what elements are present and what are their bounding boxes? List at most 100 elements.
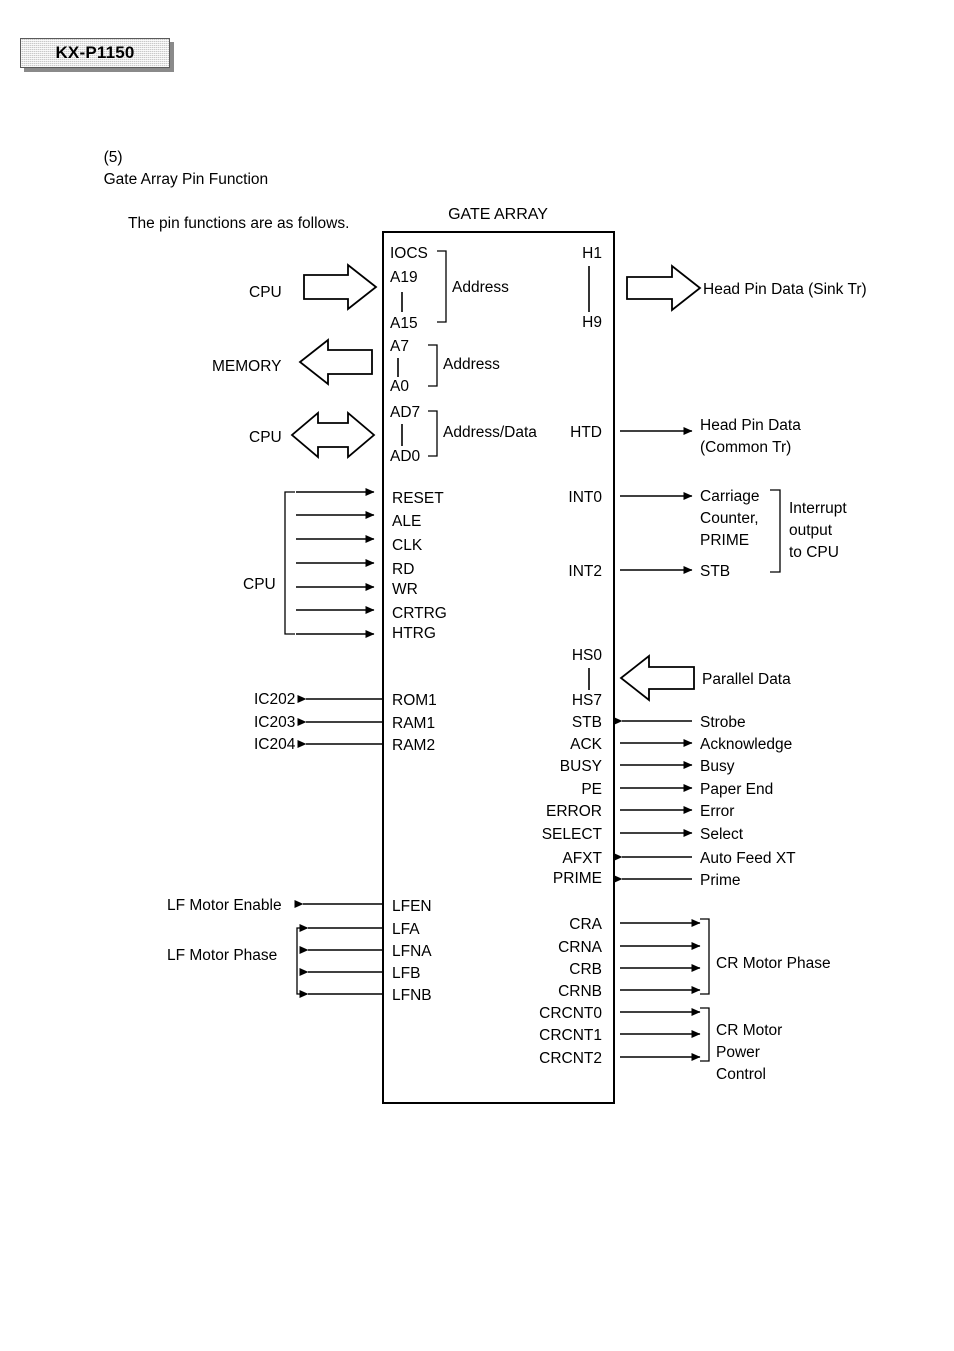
pin-crcnt2: CRCNT2 [539,1050,602,1067]
interrupt-group-label-line1: Interrupt [789,500,847,517]
interrupt-label-carriage: Carriage [700,488,759,505]
bracket-address-lo [428,344,438,387]
interrupt-label-prime: PRIME [700,532,749,549]
cr-motor-phase-label: CR Motor Phase [716,955,831,972]
pin-rd: RD [392,561,414,578]
block-arrow-left-icon [298,338,373,386]
pin-afxt: AFXT [562,850,602,867]
pin-select: SELECT [542,826,603,843]
parallel-data-label: Parallel Data [702,671,791,688]
bracket-cr-motor-power-control [700,1007,710,1062]
model-tag-plate: KX-P1150 [20,38,170,68]
page-title: (5) Gate Array Pin Function The pin func… [95,125,350,257]
parallel-label-busy: Busy [700,758,735,775]
pin-prime: PRIME [553,870,602,887]
pin-ale: ALE [392,513,421,530]
pin-ad0: AD0 [390,448,421,465]
pin-a19: A19 [390,269,418,286]
bracket-cpu-control [284,491,295,635]
pin-a15: A15 [390,315,418,332]
parallel-label-paper-end: Paper End [700,781,773,798]
pin-clk: CLK [392,537,423,554]
ic-label-ic203: IC203 [254,714,295,731]
bracket-addrdata [428,410,438,457]
interrupt-label-counter: Counter, [700,510,759,527]
pin-cra: CRA [569,916,602,933]
parallel-label-strobe: Strobe [700,714,746,731]
pin-crtrg: CRTRG [392,605,447,622]
pin-crcnt0: CRCNT0 [539,1005,602,1022]
cr-motor-power-label-line1: CR Motor [716,1022,782,1039]
pin-int2: INT2 [568,563,602,580]
ic-label-ic202: IC202 [254,691,295,708]
cr-motor-power-label-line3: Control [716,1066,766,1083]
parallel-label-error: Error [700,803,734,820]
section-number: (5) [103,149,123,166]
model-tag-label: KX-P1150 [55,43,135,62]
pin-rom1: ROM1 [392,692,437,709]
parallel-label-select: Select [700,826,744,843]
bus-label-address-lo: Address [443,356,500,373]
pin-a0: A0 [390,378,409,395]
pin-crcnt1: CRCNT1 [539,1027,602,1044]
parallel-label-acknowledge: Acknowledge [700,736,792,753]
diagram-title: GATE ARRAY [448,206,548,223]
interrupt-group-label-line3: to CPU [789,544,839,561]
head-pin-data-common-label-line1: Head Pin Data [700,417,801,434]
left-source-cpu-addrdata: CPU [249,429,282,446]
pin-crb: CRB [569,961,602,978]
bracket-cr-motor-phase [700,918,710,995]
pin-crnb: CRNB [558,983,602,1000]
block-arrow-bidirectional-icon [290,411,376,459]
pin-htd: HTD [570,424,602,441]
pin-lfna: LFNA [392,943,432,960]
pin-h1: H1 [582,245,602,262]
pin-error: ERROR [546,803,602,820]
head-pin-data-sink-label: Head Pin Data (Sink Tr) [703,281,867,298]
pin-stb: STB [572,714,602,731]
interrupt-group-label-line2: output [789,522,833,539]
pin-ack: ACK [570,736,603,753]
pin-wr: WR [392,581,418,598]
pin-a7: A7 [390,338,409,355]
ic-label-ic204: IC204 [254,736,296,753]
pin-crna: CRNA [558,939,603,956]
bracket-lf-motor-phase [296,927,307,995]
head-pin-data-common-label-line2: (Common Tr) [700,439,791,456]
section-subtitle: The pin functions are as follows. [128,215,350,232]
bracket-address-hi [437,250,447,323]
left-source-cpu-control: CPU [243,576,276,593]
block-arrow-left-parallel-icon [619,654,695,702]
lf-motor-phase-label: LF Motor Phase [167,947,277,964]
pin-int0: INT0 [568,489,602,506]
parallel-label-prime: Prime [700,872,740,889]
cr-motor-power-label-line2: Power [716,1044,760,1061]
pin-busy: BUSY [560,758,602,775]
pin-iocs: IOCS [390,245,428,262]
section-title: Gate Array Pin Function [103,171,269,188]
pin-hs7: HS7 [572,692,602,709]
lf-motor-enable-label: LF Motor Enable [167,897,282,914]
pin-reset: RESET [392,490,444,507]
block-arrow-right-head-icon [626,264,702,312]
pin-ram2: RAM2 [392,737,435,754]
model-tag: KX-P1150 [20,38,174,72]
pin-lfa: LFA [392,921,420,938]
pin-pe: PE [581,781,602,798]
pin-htrg: HTRG [392,625,436,642]
left-source-cpu-address: CPU [249,284,282,301]
pin-lfen: LFEN [392,898,432,915]
pin-hs0: HS0 [572,647,603,664]
block-arrow-right-icon [303,263,378,311]
pin-h9: H9 [582,314,602,331]
bracket-interrupt-output [770,489,781,573]
interrupt-label-stb: STB [700,563,730,580]
parallel-label-auto-feed-xt: Auto Feed XT [700,850,796,867]
bus-label-addrdata: Address/Data [443,424,537,441]
pin-lfnb: LFNB [392,987,432,1004]
gate-array-box [382,231,615,1104]
bus-label-address-hi: Address [452,279,509,296]
left-source-memory: MEMORY [212,358,281,375]
pin-lfb: LFB [392,965,420,982]
